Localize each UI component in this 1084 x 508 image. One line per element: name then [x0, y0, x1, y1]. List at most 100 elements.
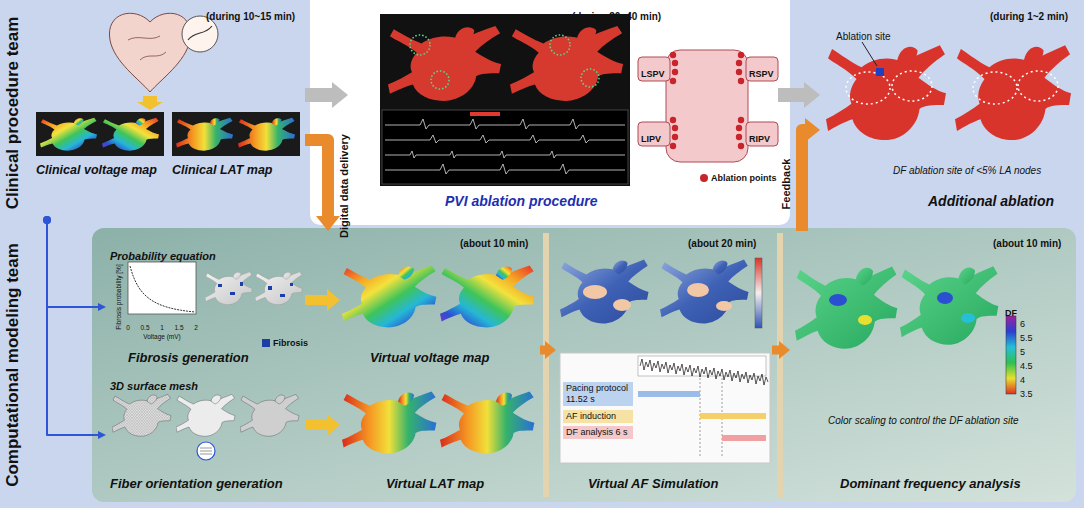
node-text: Virtual LAT map — [386, 476, 484, 492]
arrow-shaft — [305, 88, 333, 102]
simulation-stage: (about 20 min)Virtual AF SimulationPacin… — [556, 231, 772, 499]
node-text: Clinical voltage map — [36, 163, 157, 178]
modeling-panel — [92, 228, 1076, 502]
ablation-point — [736, 60, 742, 66]
arrow-head — [779, 341, 790, 359]
node-text: Color scaling to control the DF ablation… — [828, 415, 1018, 427]
atrium-model — [388, 26, 501, 101]
node-text: Probability equation — [110, 250, 216, 263]
ablation-ring — [581, 69, 599, 87]
atrium-model — [560, 260, 649, 324]
flow-arrow — [305, 82, 348, 108]
voltage-patch — [687, 283, 709, 297]
analysis-bar — [722, 435, 766, 441]
atrium-map — [342, 391, 436, 453]
tick-label: 5.5 — [1020, 333, 1033, 344]
signal-trace — [385, 119, 625, 174]
ablation-ring — [550, 35, 570, 55]
junction-dot — [43, 216, 51, 224]
edge-label: Feedback — [780, 159, 793, 210]
node-text: PVI ablation procedure — [445, 193, 597, 210]
arrow-shaft — [47, 220, 99, 307]
node-text: AF induction — [563, 410, 633, 423]
legend-swatch — [700, 174, 708, 182]
df-patch — [961, 313, 975, 323]
atrium-model — [955, 45, 1071, 140]
atrium-map — [102, 118, 159, 151]
arrow-head — [805, 118, 820, 142]
map-panel: Clinical voltage map — [34, 110, 168, 180]
ablation-line — [892, 71, 932, 101]
atrium-model — [795, 267, 897, 349]
colorbar-title: DF — [1005, 308, 1017, 319]
ablation-point — [738, 52, 744, 58]
arrow-shaft — [305, 295, 328, 305]
flow-arrow — [778, 82, 820, 108]
atrium-mesh — [112, 394, 171, 436]
flow-arrow — [772, 341, 790, 359]
fibrosis-speck — [268, 286, 272, 290]
tick-label: 0 — [126, 324, 130, 332]
node-text: Ablation site — [836, 31, 890, 43]
ablation-point — [736, 134, 742, 140]
tick-label: 0.5 — [140, 324, 149, 332]
vein — [638, 57, 670, 81]
fibrosis-specks — [218, 282, 293, 297]
atrium-map — [176, 118, 233, 151]
node-text: Fiber orientation generation — [110, 476, 283, 492]
ablation-point — [670, 117, 676, 123]
vein — [746, 122, 778, 146]
arrow-head — [545, 341, 556, 359]
team-panel: Computational modeling team(about 10 min… — [92, 228, 1076, 502]
legend-text: Fibrosis — [273, 338, 308, 348]
node-text: (during 10~15 min) — [206, 11, 295, 23]
ablation-point — [736, 125, 742, 131]
arrow-shaft — [772, 346, 780, 355]
node-text: Dominant frequency analysis — [840, 476, 1021, 492]
ablation-point — [738, 117, 744, 123]
ablation-line — [973, 72, 1017, 104]
ablation-ring — [410, 35, 430, 55]
atrium-model — [510, 26, 623, 101]
arrow-head — [332, 82, 348, 108]
legend-swatch — [262, 339, 270, 347]
node-text: (during 30~40 min) — [572, 11, 661, 23]
atrium-mesh — [240, 394, 299, 436]
mapping-screen — [380, 14, 630, 186]
induction-bar — [700, 413, 766, 419]
node-text: RSPV — [749, 69, 774, 80]
atrium-mesh — [255, 272, 302, 305]
node-text: Virtual AF Simulation — [588, 476, 719, 492]
down-arrow — [137, 96, 163, 110]
probability-curve — [130, 266, 195, 312]
vein-diagram: LSPVRSPVLIPVRIPV — [636, 46, 778, 186]
ablation-point — [670, 78, 676, 84]
arrow-shaft — [47, 220, 99, 435]
arrow-head — [804, 82, 820, 108]
node-text: Fibrosis generation — [128, 350, 249, 366]
atrium-map — [440, 265, 534, 327]
node-text: Virtual voltage map — [370, 350, 489, 366]
process-panel: 3D surface meshFiber orientation generat… — [106, 374, 305, 496]
ablation-point — [672, 69, 678, 75]
flow-arrow — [540, 341, 556, 359]
node-text: Additional ablation — [928, 193, 1054, 210]
map-screen — [36, 112, 164, 156]
node-text: LIPV — [641, 134, 661, 145]
fibrosis-speck — [290, 283, 293, 286]
atrium-map — [238, 118, 295, 151]
ablation-line — [846, 72, 890, 104]
arrow-head — [316, 216, 340, 231]
fiber-lines — [200, 448, 212, 454]
ablation-point — [738, 143, 744, 149]
ablation-point — [738, 78, 744, 84]
node-text: Computational modeling team — [3, 243, 23, 487]
ablation-point — [670, 143, 676, 149]
node-text: Pacing protocol 11.52 s — [563, 382, 633, 406]
node-text: (about 10 min) — [993, 238, 1061, 250]
fibrosis-speck — [218, 284, 222, 287]
process-panel: Probability equationFibrosis generation — [106, 244, 305, 370]
arrow-head — [98, 431, 106, 439]
zoom-circle — [197, 442, 215, 460]
